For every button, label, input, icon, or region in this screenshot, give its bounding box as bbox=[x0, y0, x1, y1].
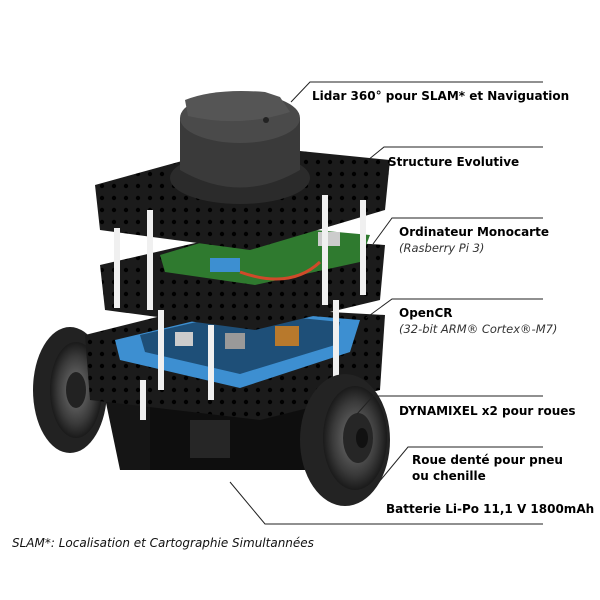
leader-lidar bbox=[290, 81, 543, 103]
label-sbc-title: Ordinateur Monocarte bbox=[399, 225, 549, 239]
leader-battery bbox=[229, 481, 543, 525]
opencr-board bbox=[115, 310, 360, 388]
label-opencr: OpenCR (32-bit ARM® Cortex®-M7) bbox=[399, 305, 557, 337]
right-wheel bbox=[300, 374, 390, 506]
label-battery-text: Batterie Li-Po 11,1 V 1800mAh bbox=[386, 502, 595, 516]
label-opencr-title: OpenCR bbox=[399, 306, 453, 320]
lidar-sensor bbox=[170, 91, 310, 204]
leader-lines bbox=[229, 81, 543, 525]
leader-opencr bbox=[365, 298, 543, 319]
label-single-board-computer: Ordinateur Monocarte (Rasberry Pi 3) bbox=[399, 224, 549, 256]
leader-wheel bbox=[373, 446, 543, 489]
standoffs bbox=[114, 195, 366, 420]
label-lidar: Lidar 360° pour SLAM* et Naviguation bbox=[312, 88, 569, 104]
label-structure-text: Structure Evolutive bbox=[388, 155, 520, 169]
label-dynamixel: DYNAMIXEL x2 pour roues bbox=[399, 403, 576, 419]
footnote: SLAM*: Localisation et Cartographie Simu… bbox=[12, 536, 314, 550]
label-opencr-subtitle: (32-bit ARM® Cortex®-M7) bbox=[399, 322, 558, 336]
label-wheel-line2: ou chenille bbox=[412, 469, 486, 483]
robot-illustration bbox=[33, 91, 390, 506]
label-wheel: Roue denté pour pneu ou chenille bbox=[412, 452, 563, 484]
label-sbc-subtitle: (Rasberry Pi 3) bbox=[399, 241, 485, 255]
leader-structure bbox=[367, 146, 543, 161]
label-wheel-line1: Roue denté pour pneu bbox=[412, 453, 563, 467]
label-dynamixel-text: DYNAMIXEL x2 pour roues bbox=[399, 404, 576, 418]
label-battery: Batterie Li-Po 11,1 V 1800mAh bbox=[386, 501, 594, 517]
leader-dynamixel bbox=[356, 395, 543, 415]
leader-sbc bbox=[372, 217, 543, 245]
label-structure: Structure Evolutive bbox=[388, 154, 519, 170]
label-lidar-text: Lidar 360° pour SLAM* et Naviguation bbox=[312, 89, 570, 103]
